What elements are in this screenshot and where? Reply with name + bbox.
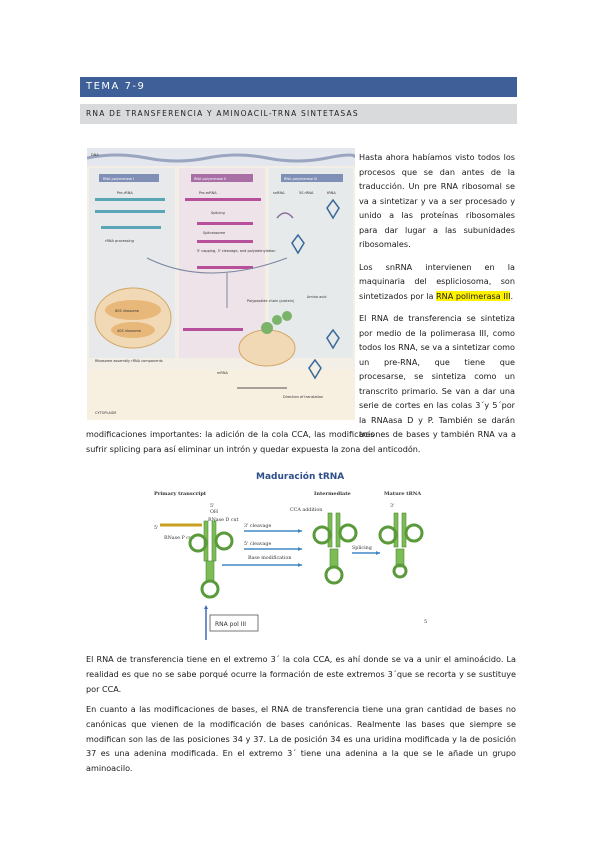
five-prime-label: 5' [210, 503, 214, 509]
paragraph-2: Los snRNA intervienen en la maquinaria d… [359, 261, 515, 301]
5s-rrna-label: 5S rRNA [299, 191, 314, 195]
three-prime-label: 3' [390, 503, 394, 509]
rnase-p-label: RNase P cut [164, 535, 194, 541]
ribosome-assembly-label: Ribosome assembly rRNA components [95, 359, 163, 363]
pre-mrna-label: Pre-mRNA [199, 191, 217, 195]
highlight-rna-pol-iii: RNA polimerasa III [436, 290, 511, 301]
paragraph-3-column: El RNA de transferencia se sintetiza por… [359, 313, 515, 439]
mrna-label: mRNA [217, 371, 228, 375]
right-column-text: Hasta ahora habíamos visto todos los pro… [359, 150, 515, 450]
rna-processing-figure: DNA RNA polymerase I RNA polymerase II R… [87, 148, 355, 420]
small-subunit-label: 40S ribosome [117, 329, 141, 333]
cca-label: CCA addition [290, 507, 322, 513]
spliceosome-label: Spliceosome [203, 231, 225, 235]
section-header: RNA DE TRANSFERENCIA Y AMINOACIL-TRNA SI… [80, 104, 517, 124]
paragraph-5: En cuanto a las modificaciones de bases,… [86, 704, 516, 774]
direction-label: Direction of translation [283, 395, 323, 399]
oh-label: OH [210, 509, 218, 515]
paragraph-1: Hasta ahora habíamos visto todos los pro… [359, 152, 515, 249]
amino-acid-label: Amino acid [307, 295, 327, 299]
base-mod-label: Base modification [248, 555, 291, 561]
figure2-title: Maduración tRNA [256, 471, 344, 482]
mature-trna-label: Mature tRNA [384, 491, 421, 497]
trna-maturation-diagram: Maduración tRNA Primary transcript Inter… [154, 471, 427, 640]
rna-processing-diagram: DNA RNA polymerase I RNA polymerase II R… [87, 148, 355, 420]
three-cleavage-label: 3' cleavage [244, 523, 271, 529]
rrna-processing-label: rRNA processing [105, 239, 134, 243]
trna-maturation-figure: Maduración tRNA Primary transcript Inter… [152, 465, 444, 647]
pre-rrna-label: Pre-rRNA [117, 191, 133, 195]
trna-label: tRNA [327, 191, 336, 195]
pol3-label: RNA polymerase III [284, 177, 317, 181]
primary-transcript-label: Primary transcript [154, 491, 207, 497]
rnase-d-label: RNase D cut [208, 517, 239, 523]
topic-header: TEMA 7-9 [80, 77, 517, 97]
pol1-label: RNA polymerase I [103, 177, 134, 181]
capping-label: 5' capping, 3' cleavage, and polyadenyla… [197, 249, 276, 253]
polypeptide-label: Polypeptide chain (protein) [247, 299, 295, 303]
figure2-page-number: 5 [424, 619, 427, 625]
snrna-label: snRNA [273, 191, 285, 195]
splicing-arrow-label: Splicing [352, 545, 372, 551]
paragraph-3-continued: modificaciones importantes: la adición d… [86, 429, 516, 454]
five-prime-start-label: 5' [154, 525, 158, 531]
cytoplasm-label: CYTOPLASM [95, 411, 116, 415]
pol2-label: RNA polymerase II [194, 177, 226, 181]
rna-pol-iii-box-label: RNA pol III [215, 621, 246, 628]
five-cleavage-label: 5' cleavage [244, 541, 271, 547]
dna-label: DNA [91, 153, 99, 157]
splicing-label: Splicing [211, 211, 225, 215]
large-subunit-label: 60S ribosome [115, 309, 139, 313]
intermediate-label: Intermediate [314, 491, 351, 497]
paragraph-4: El RNA de transferencia tiene en el extr… [86, 654, 516, 694]
